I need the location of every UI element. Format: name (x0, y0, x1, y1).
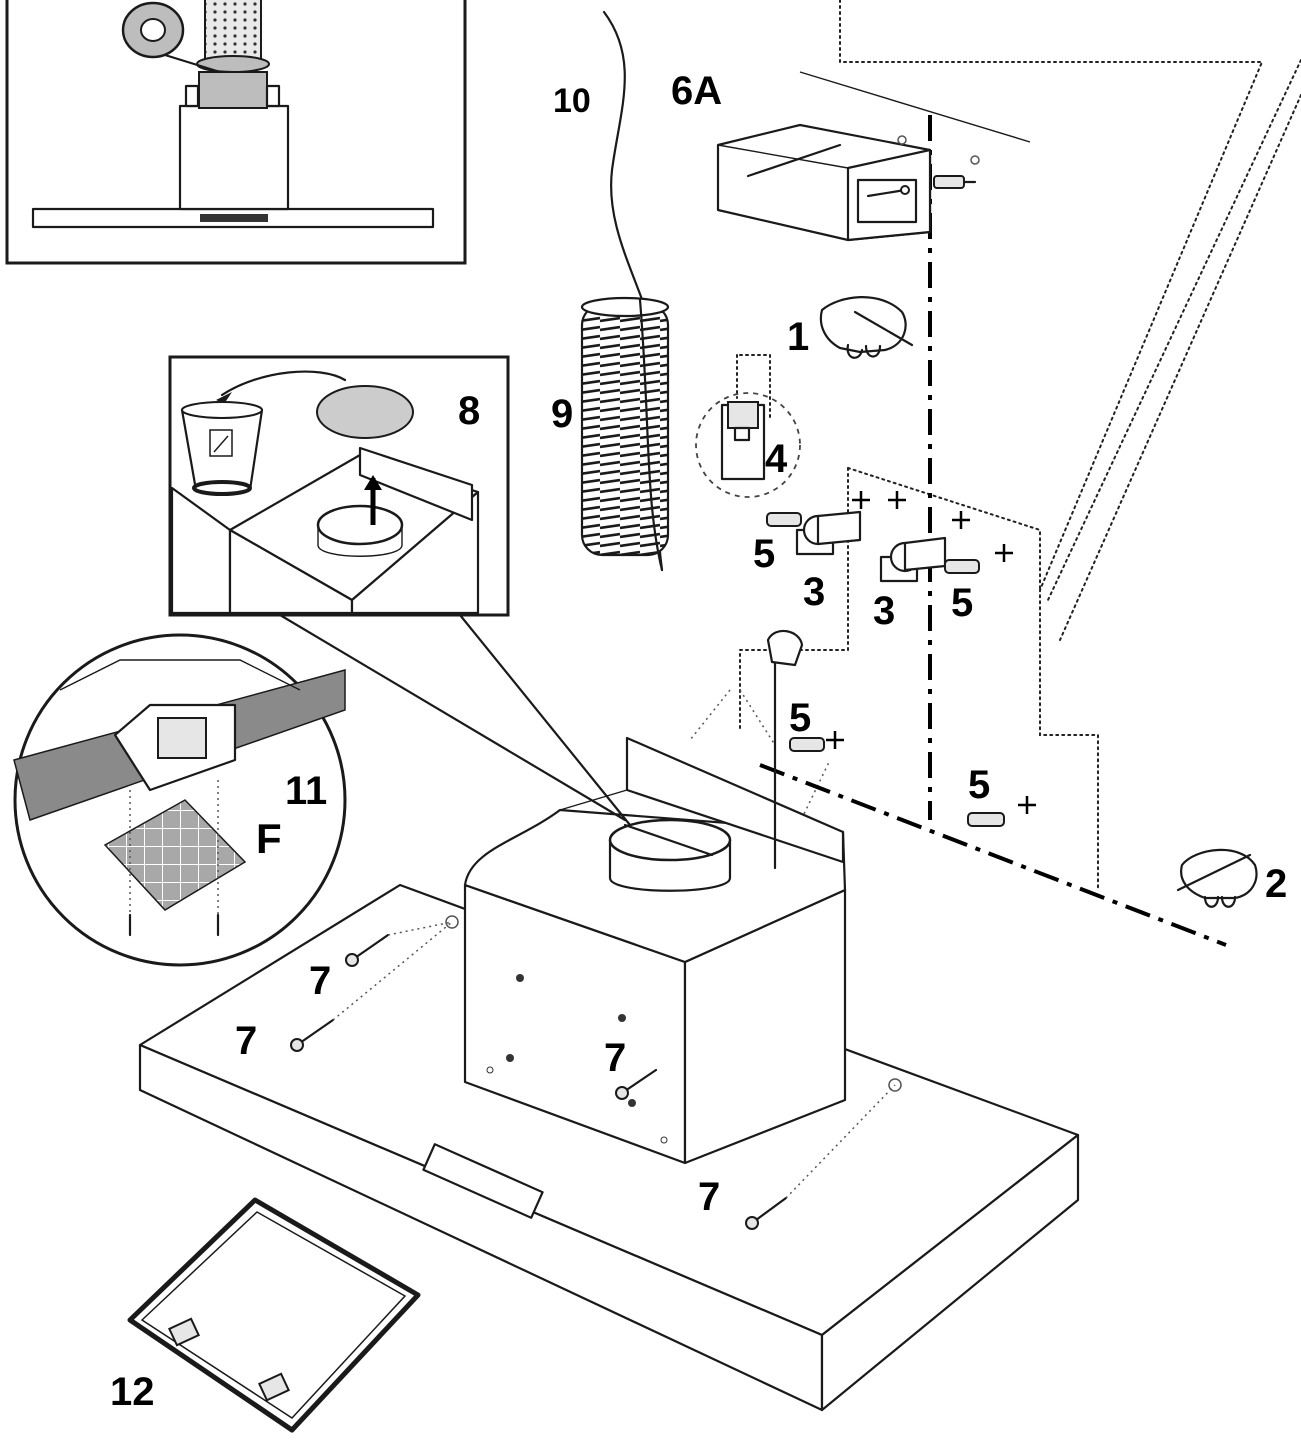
flap-icon (316, 385, 414, 439)
screw-icon-b (290, 1018, 335, 1052)
label-4: 4 (765, 437, 788, 481)
tape-roll-icon (121, 1, 222, 74)
carbon-filter (127, 1197, 421, 1433)
label-f: F (256, 815, 282, 862)
wall-plug-icon (933, 175, 977, 189)
label-2: 2 (1265, 862, 1287, 906)
wall-plug-icon-b (944, 559, 980, 574)
screw-icon-c (615, 1068, 658, 1100)
label-7a: 7 (309, 959, 331, 1003)
label-7b: 7 (235, 1019, 257, 1063)
wall-plug-icon-d (967, 812, 1005, 827)
mounting-bracket (795, 510, 862, 556)
outlet-collar (608, 818, 732, 892)
label-5a: 5 (753, 532, 775, 576)
inset-duct-connection (5, 0, 467, 265)
motor-housing (463, 736, 847, 1165)
label-3a: 3 (803, 570, 825, 614)
label-8: 8 (458, 389, 480, 433)
wall-plug-icon-a (766, 512, 802, 527)
screw-guide-lines (332, 921, 896, 1199)
label-11: 11 (285, 769, 327, 813)
label-10: 10 (553, 82, 591, 120)
flexible-hose (580, 296, 670, 572)
horizontal-center-line (759, 763, 1227, 947)
label-6a: 6A (671, 69, 722, 113)
hand-pencil-icon-2 (1176, 848, 1258, 908)
trash-bin-icon (180, 401, 264, 496)
wall-plug-icon-c (789, 737, 825, 752)
cable-plug (766, 629, 804, 870)
screw-icon-d (745, 1196, 788, 1230)
label-7d: 7 (698, 1175, 720, 1219)
inset-flap-removal (168, 355, 632, 827)
label-5d: 5 (968, 763, 990, 807)
screw-icon-a (345, 933, 390, 967)
label-5b: 5 (951, 581, 973, 625)
label-7c: 7 (604, 1036, 626, 1080)
label-5c: 5 (789, 696, 811, 740)
callout-labels: 10 6A 1 2 9 8 4 5 3 3 5 5 5 11 F 7 7 7 7… (110, 69, 1287, 1414)
label-3b: 3 (873, 589, 895, 633)
drill-mark-icons (826, 491, 1036, 814)
label-1: 1 (787, 315, 809, 359)
label-12: 12 (110, 1370, 155, 1414)
mounting-bracket-2 (879, 536, 947, 583)
hand-pencil-icon (819, 296, 914, 359)
clip-detail (695, 392, 801, 498)
inset-grease-filter (13, 633, 347, 967)
label-9: 9 (551, 392, 573, 436)
screw-holes (486, 974, 668, 1144)
wall-bracket-box (716, 123, 980, 242)
